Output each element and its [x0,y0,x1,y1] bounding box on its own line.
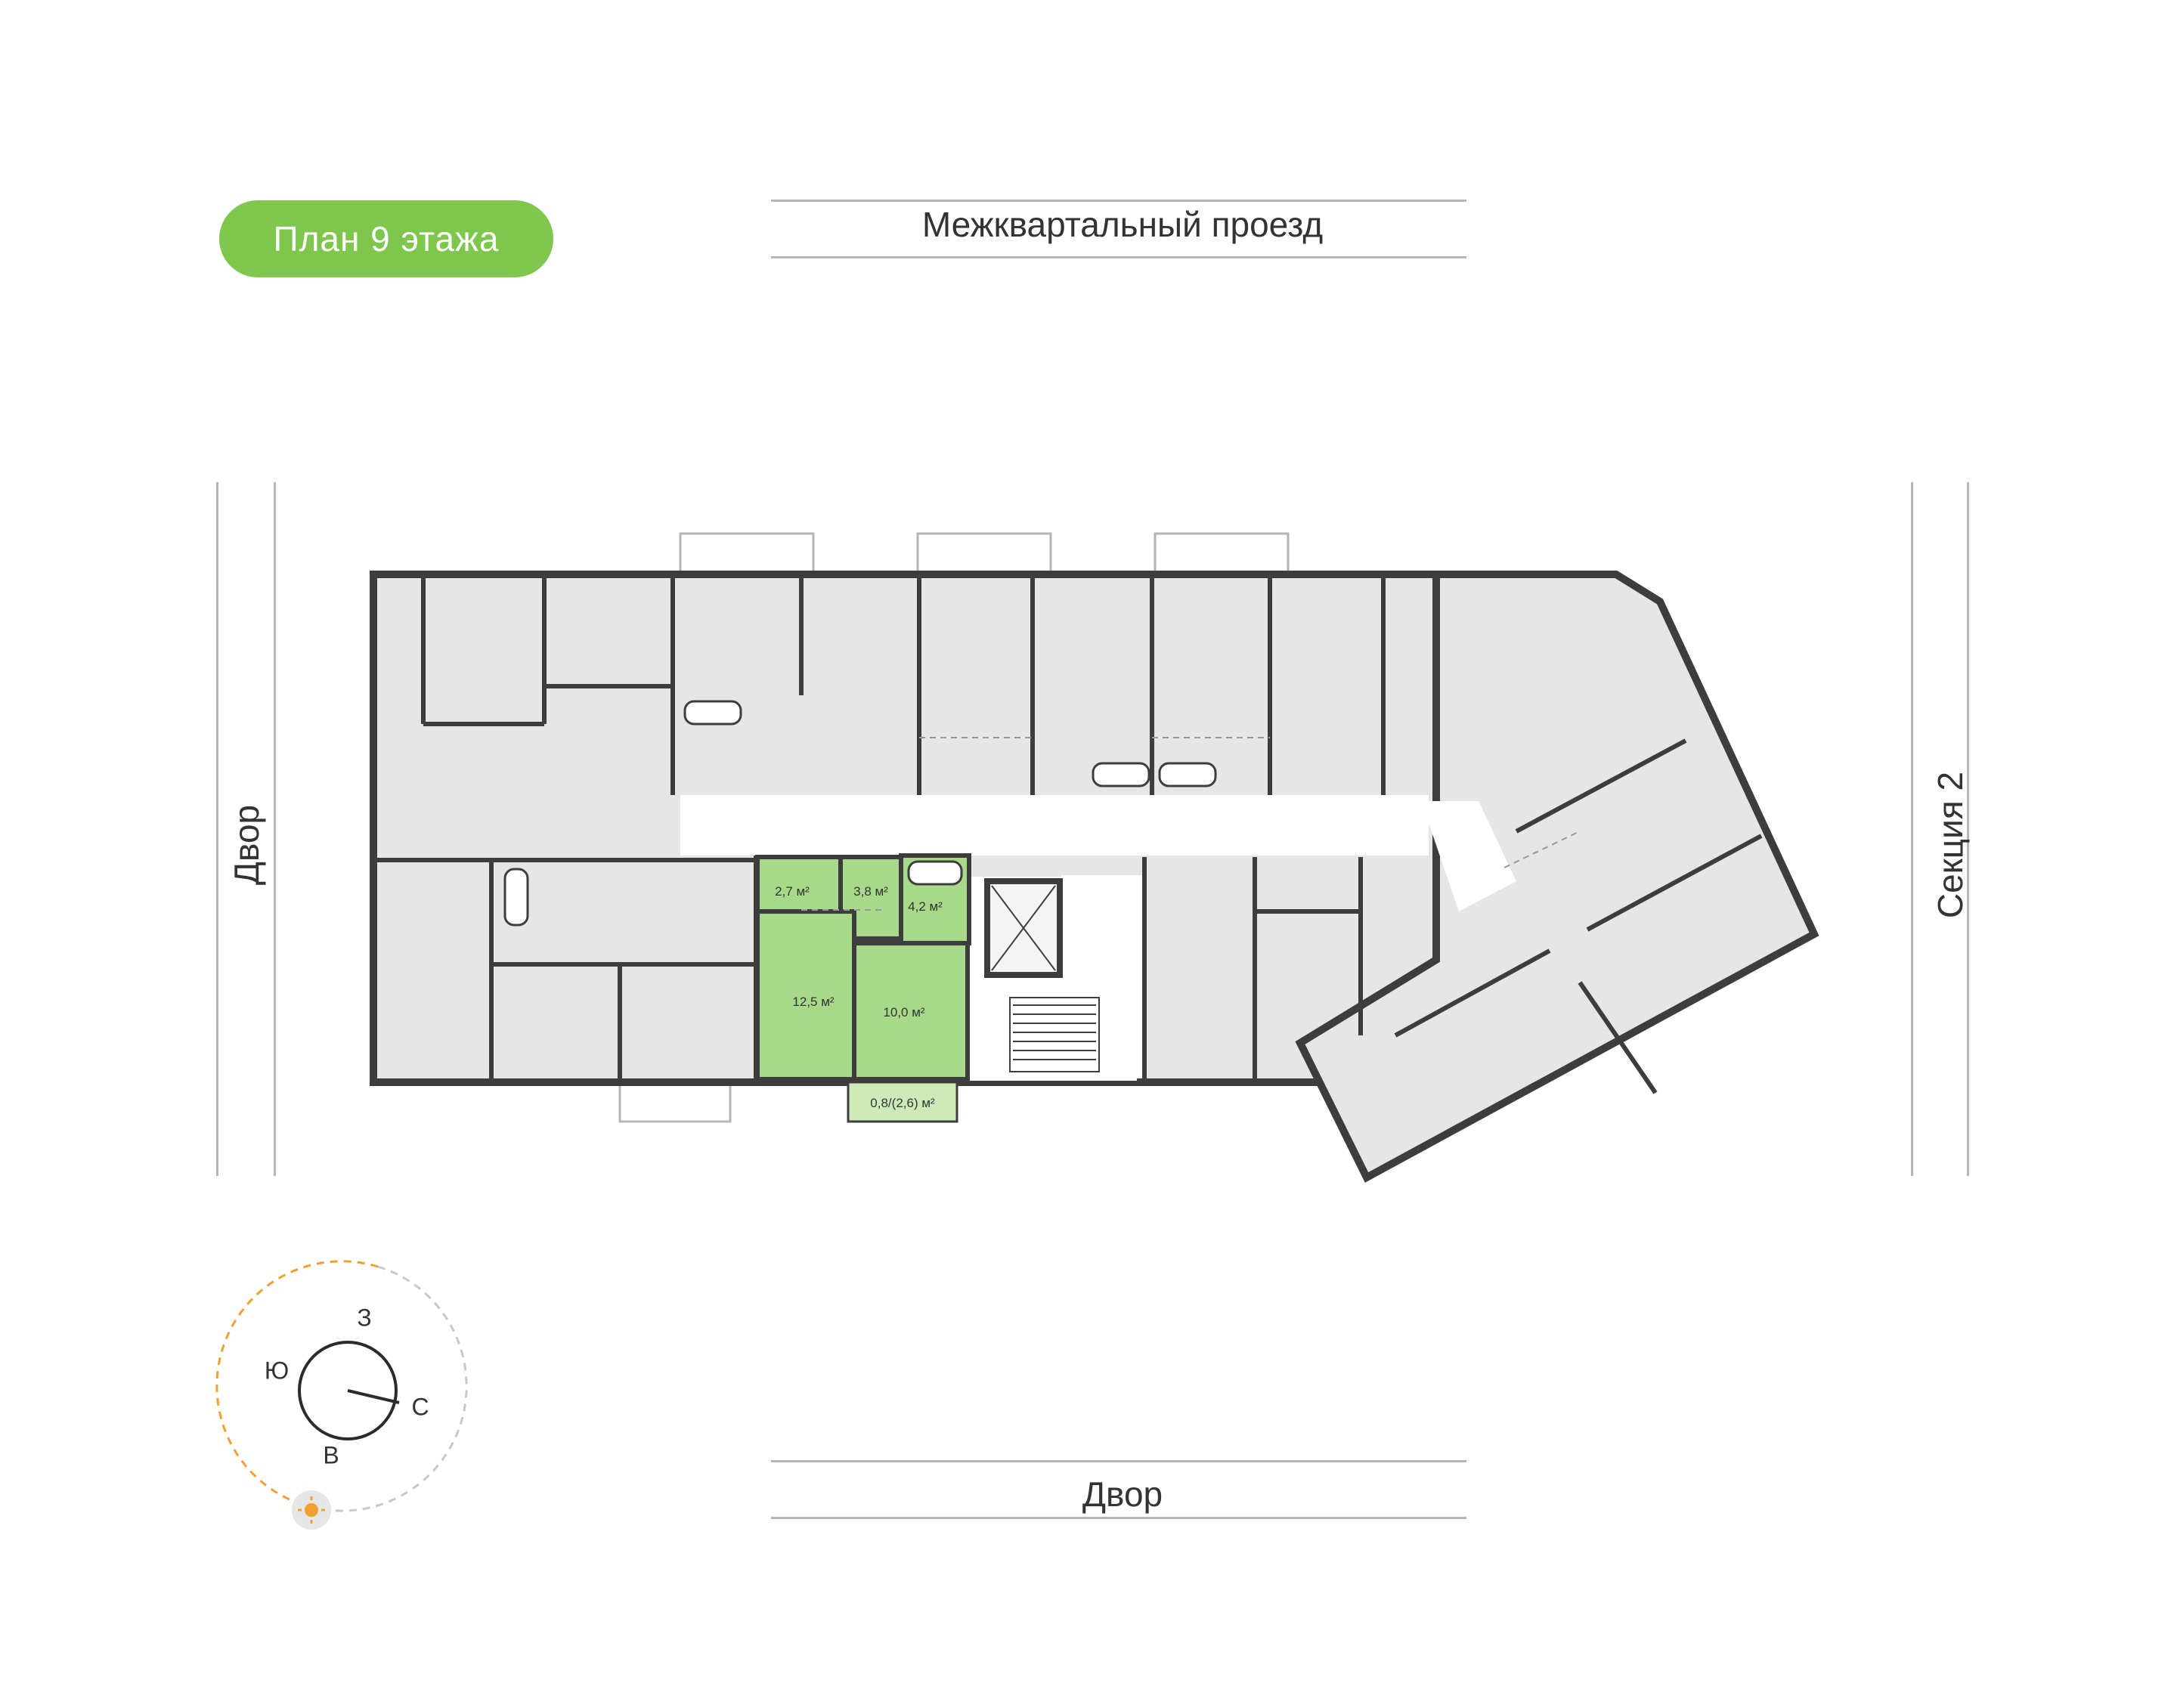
elevator-icon [984,878,1063,978]
bathtub-3 [1158,762,1217,787]
sun-icon [292,1490,331,1530]
area-room: 12,5 м² [792,995,835,1009]
apt-kitchen [852,941,970,1081]
bathtub-apt [907,860,963,886]
bottom-street-rule-lower [771,1517,1466,1519]
balcony-top-3 [1154,532,1290,574]
central-corridor [680,795,1429,856]
top-street-rule-upper [771,200,1466,202]
compass-north: С [411,1393,429,1421]
area-corridor: 3,8 м² [853,884,888,899]
stairs-icon [1009,997,1100,1072]
bathtub-1 [683,700,742,726]
dashed-partitions [801,737,1581,911]
top-balconies [618,532,1290,1123]
left-rule-inner [274,482,276,1176]
highlighted-apartment [755,853,971,1123]
compass-dial [298,1341,400,1440]
apt-balcony [847,1081,958,1123]
balcony-top-1 [679,532,815,574]
floor-plan-title: План 9 этажа [273,219,500,258]
bottom-street-rule-upper [771,1460,1466,1462]
right-wing [1295,571,1819,1183]
floor-plan-badge: План 9 этажа [219,200,553,277]
building-right [1295,571,1819,1183]
left-rule-outer [216,482,218,1176]
compass-south: Ю [264,1357,290,1385]
top-street-rule-lower [771,256,1466,258]
area-kitchen: 10,0 м² [883,1005,925,1020]
right-rule-outer [1967,482,1969,1176]
bathtub-2 [1092,762,1150,787]
sun-path [215,1260,468,1512]
corridor [680,795,1516,1081]
compass-east: В [323,1441,339,1469]
area-bathroom: 4,2 м² [908,899,943,914]
bathtubs [503,700,1217,927]
interior-walls [373,574,1763,1094]
balcony-top-2 [916,532,1052,574]
right-rule-inner [1911,482,1913,1176]
area-hall: 2,7 м² [775,884,810,899]
compass-west: З [357,1304,372,1332]
area-balcony: 0,8/(2,6) м² [870,1096,935,1110]
bottom-street-label: Двор [1082,1474,1163,1514]
bathtub-4 [503,868,529,927]
corridor-bend [1421,801,1516,911]
top-street-label: Межквартальный проезд [921,205,1324,244]
balcony-bottom-left [618,1081,732,1123]
